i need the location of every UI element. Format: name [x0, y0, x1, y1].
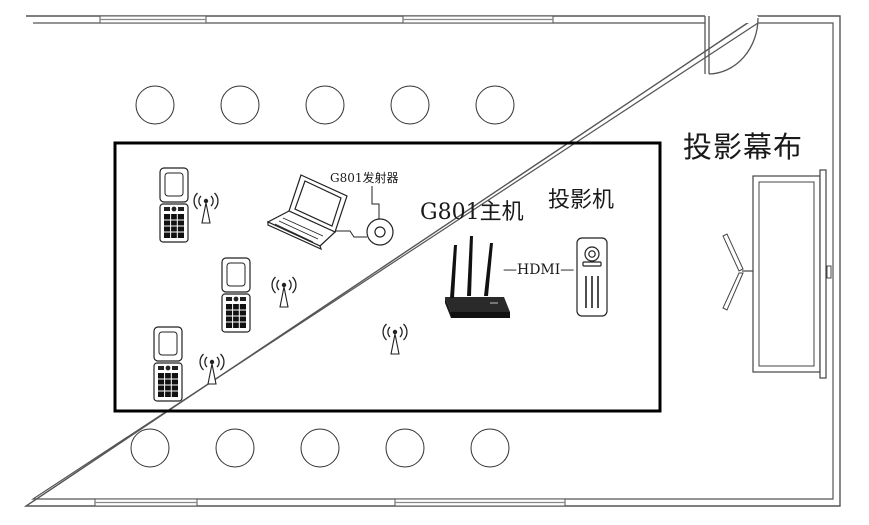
wireless-signal-icon [199, 353, 225, 385]
wireless-signal-icon [271, 276, 297, 308]
chair-icon [385, 428, 425, 468]
router-icon [445, 236, 510, 318]
laptop-icon [266, 174, 348, 251]
chairs-top-row [135, 85, 515, 125]
projector-label: 投影机 [548, 188, 615, 213]
projection-screen-icon [722, 169, 832, 379]
host-label: G801主机 [420, 200, 524, 225]
flip-phone-icon [159, 167, 189, 243]
flip-phone-icon [153, 326, 183, 402]
door-icon [704, 16, 759, 75]
chair-icon [135, 85, 175, 125]
hdmi-cable-label: —HDMI— [503, 262, 575, 278]
conference-table [113, 141, 662, 413]
chair-icon [215, 428, 255, 468]
chair-icon [220, 85, 260, 125]
chair-icon [475, 85, 515, 125]
chair-icon [305, 85, 345, 125]
projector-icon [576, 237, 608, 317]
transmitter-icon [335, 186, 394, 246]
chair-icon [470, 428, 510, 468]
projection-screen-label: 投影幕布 [683, 130, 804, 164]
chair-icon [300, 428, 340, 468]
transmitter-label: G801发射器 [330, 171, 399, 185]
wireless-signal-icon [193, 192, 219, 224]
room-walls [23, 15, 841, 507]
flip-phone-icon [221, 257, 251, 333]
chair-icon [390, 85, 430, 125]
chair-icon [130, 428, 170, 468]
chairs-bottom-row [130, 428, 510, 468]
wireless-signal-icon [382, 323, 408, 355]
